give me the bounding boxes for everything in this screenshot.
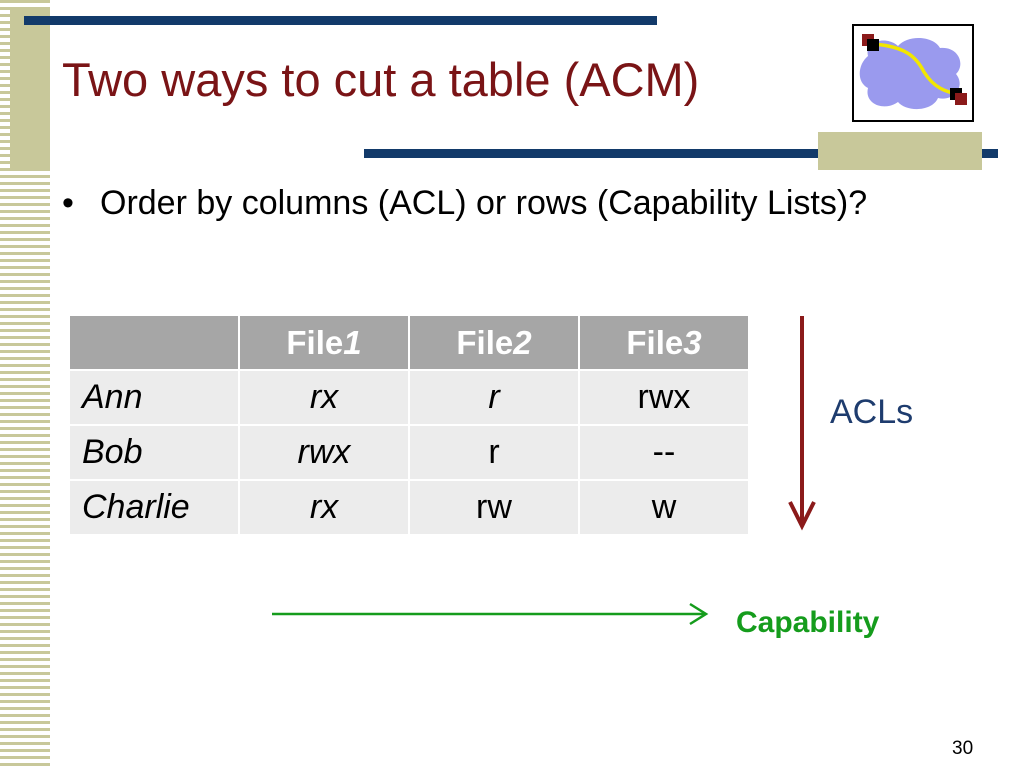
col-header-file2: File2 xyxy=(410,316,578,369)
slide-title: Two ways to cut a table (ACM) xyxy=(62,53,700,106)
acl-down-arrow-icon xyxy=(788,316,816,531)
bullet-dot: • xyxy=(62,184,74,222)
table-cell: rx xyxy=(240,481,408,534)
table-row: Charlie rx rw w xyxy=(70,481,748,534)
col-header-base: File xyxy=(626,323,684,361)
table-cell: rx xyxy=(240,371,408,424)
mid-decor-bar xyxy=(364,149,998,158)
table-cell: rwx xyxy=(580,371,748,424)
row-name-charlie: Charlie xyxy=(70,481,238,534)
table-cell: rw xyxy=(410,481,578,534)
acl-label: ACLs xyxy=(830,393,914,431)
access-control-matrix: File1 File2 File3 Ann rx r rwx Bob rwx r… xyxy=(68,314,750,536)
capability-right-arrow-icon xyxy=(272,602,709,626)
table-corner-cell xyxy=(70,316,238,369)
capability-label: Capability xyxy=(736,606,880,639)
col-header-file1: File1 xyxy=(240,316,408,369)
bullet-text: Order by columns (ACL) or rows (Capabili… xyxy=(100,184,868,222)
table-row: Ann rx r rwx xyxy=(70,371,748,424)
network-cloud-icon xyxy=(859,34,967,110)
bullet-point: • Order by columns (ACL) or rows (Capabi… xyxy=(62,180,902,226)
table-cell: w xyxy=(580,481,748,534)
col-header-base: File xyxy=(286,323,344,361)
olive-decor-block xyxy=(818,132,982,170)
col-header-num: 3 xyxy=(683,323,702,361)
top-decor-bar xyxy=(24,16,657,25)
table-row: Bob rwx r -- xyxy=(70,426,748,479)
page-number: 30 xyxy=(952,738,974,759)
table-cell: rwx xyxy=(240,426,408,479)
left-solid-block xyxy=(10,8,50,170)
row-name-ann: Ann xyxy=(70,371,238,424)
col-header-file3: File3 xyxy=(580,316,748,369)
col-header-num: 1 xyxy=(343,323,362,361)
table-cell: r xyxy=(410,371,578,424)
col-header-base: File xyxy=(456,323,514,361)
network-logo xyxy=(852,24,974,122)
col-header-num: 2 xyxy=(513,323,532,361)
table-header-row: File1 File2 File3 xyxy=(70,316,748,369)
row-name-bob: Bob xyxy=(70,426,238,479)
table-cell: -- xyxy=(580,426,748,479)
table-cell: r xyxy=(410,426,578,479)
